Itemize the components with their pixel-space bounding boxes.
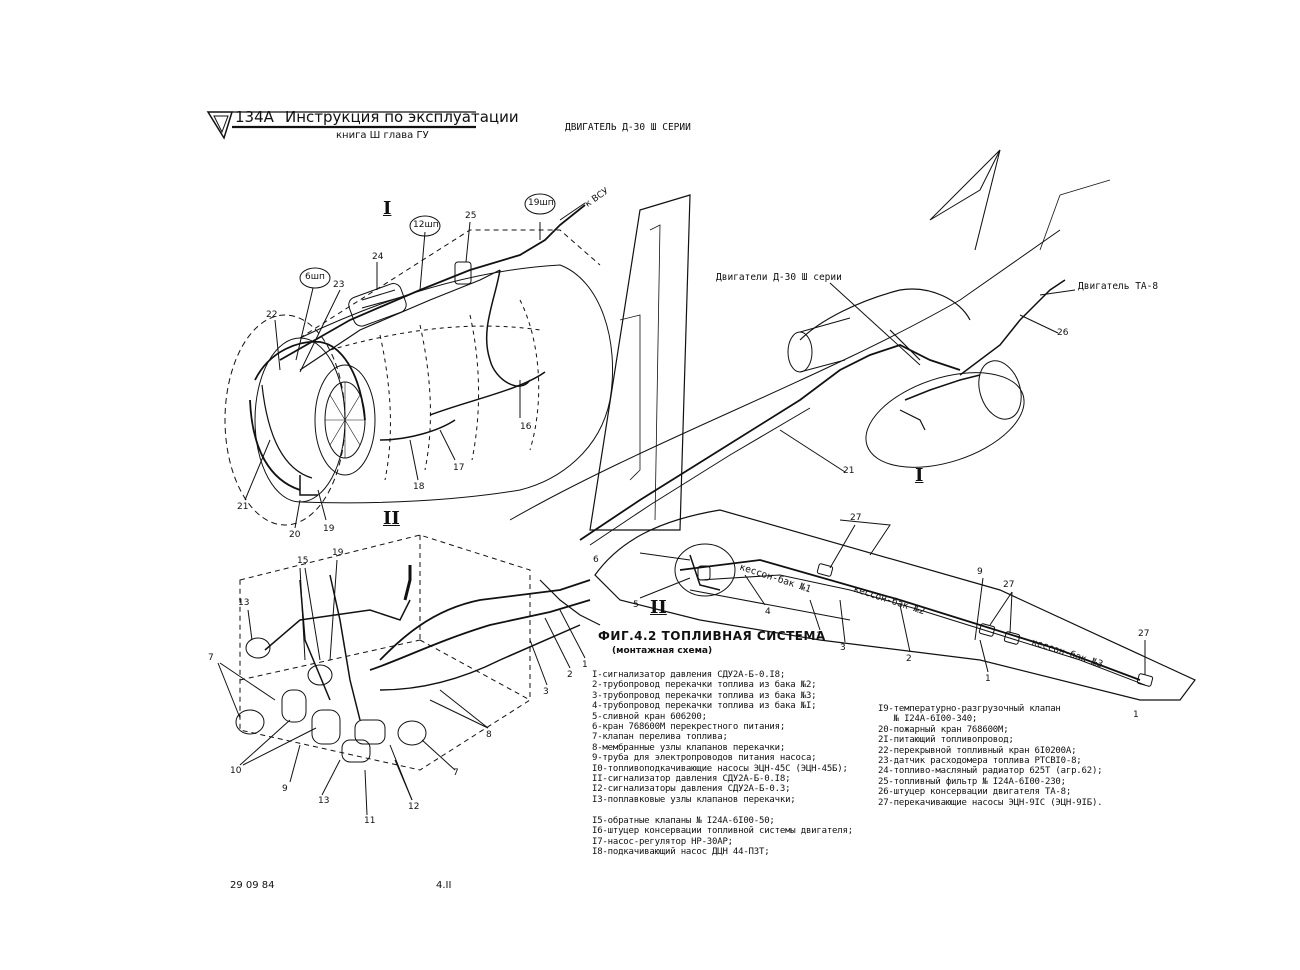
callout-15: 15 xyxy=(297,556,309,566)
callout-16: 16 xyxy=(520,422,532,432)
callout-26: 26 xyxy=(1057,328,1069,338)
callout-18: 18 xyxy=(413,482,425,492)
callout-4: 4 xyxy=(765,607,771,617)
callout-8: 8 xyxy=(486,730,492,740)
callout-12: 12 xyxy=(408,802,420,812)
engine-series-header: ДВИГАТЕЛЬ Д-30 Ш СЕРИИ xyxy=(565,122,691,133)
callout-6: 6 xyxy=(593,555,599,565)
frame19-label: 19шп xyxy=(528,198,554,208)
callout-1c: 1 xyxy=(985,674,991,684)
callout-9a: 9 xyxy=(282,784,288,794)
callout-23: 23 xyxy=(333,280,345,290)
callout-1d: 1 xyxy=(1133,710,1139,720)
callout-19a: 19 xyxy=(323,524,335,534)
tupolev-logo xyxy=(206,111,476,140)
callout-2b: 2 xyxy=(906,654,912,664)
view2-callout: II xyxy=(650,597,667,618)
model-number: 134А xyxy=(235,108,274,126)
callout-27a: 27 xyxy=(850,513,862,523)
callout-27b: 27 xyxy=(1003,580,1015,590)
callout-20: 20 xyxy=(289,530,301,540)
footer-date: 29 09 84 xyxy=(230,880,275,891)
callout-7b: 7 xyxy=(453,768,459,778)
view1-label: I xyxy=(383,198,392,219)
callout-13b: 13 xyxy=(318,796,330,806)
footer-page: 4.II xyxy=(436,880,452,891)
frame12-label: 12шп xyxy=(413,220,439,230)
engines-d30-label: Двигатели Д-30 Ш серии xyxy=(716,272,842,283)
callout-3b: 3 xyxy=(840,643,846,653)
callout-13a: 13 xyxy=(238,598,250,608)
view1-engine xyxy=(224,204,614,529)
callout-5: 5 xyxy=(633,600,639,610)
callout-7a: 7 xyxy=(208,653,214,663)
callout-22: 22 xyxy=(266,310,278,320)
figure-title: ФИГ.4.2 ТОПЛИВНАЯ СИСТЕМА xyxy=(598,629,826,643)
callout-19b: 19 xyxy=(332,548,344,558)
callout-11: 11 xyxy=(364,816,376,826)
figure-subtitle: (монтажная схема) xyxy=(612,646,713,656)
callout-21b: 21 xyxy=(843,466,855,476)
callout-21a: 21 xyxy=(237,502,249,512)
callout-17: 17 xyxy=(453,463,465,473)
frame6-label: 6шп xyxy=(305,272,325,282)
frame12-circle xyxy=(409,215,441,237)
view2-label: II xyxy=(383,508,400,529)
callout-25: 25 xyxy=(465,211,477,221)
legend-left: I-сигнализатор давления СДУ2А-Б-0.I8; 2-… xyxy=(592,670,853,857)
engine-ta8-label: Двигатель ТА-8 xyxy=(1078,281,1159,292)
manual-subtitle: книга Ш глава ГУ xyxy=(336,130,429,141)
aircraft-outline xyxy=(509,149,1196,701)
callout-3a: 3 xyxy=(543,687,549,697)
manual-title: Инструкция по эксплуатации xyxy=(285,108,519,126)
view2-pump-box xyxy=(217,534,601,816)
callout-10: 10 xyxy=(230,766,242,776)
callout-9b: 9 xyxy=(977,567,983,577)
callout-2a: 2 xyxy=(567,670,573,680)
view1-callout: I xyxy=(915,465,924,486)
legend-right: I9-температурно-разгрузочный клапан № I2… xyxy=(878,704,1103,808)
callout-1a: 1 xyxy=(582,660,588,670)
frame19-circle xyxy=(524,193,556,215)
callout-1b: 1 xyxy=(816,631,822,641)
callout-27c: 27 xyxy=(1138,629,1150,639)
frame6-circle xyxy=(299,267,331,289)
callout-24: 24 xyxy=(372,252,384,262)
